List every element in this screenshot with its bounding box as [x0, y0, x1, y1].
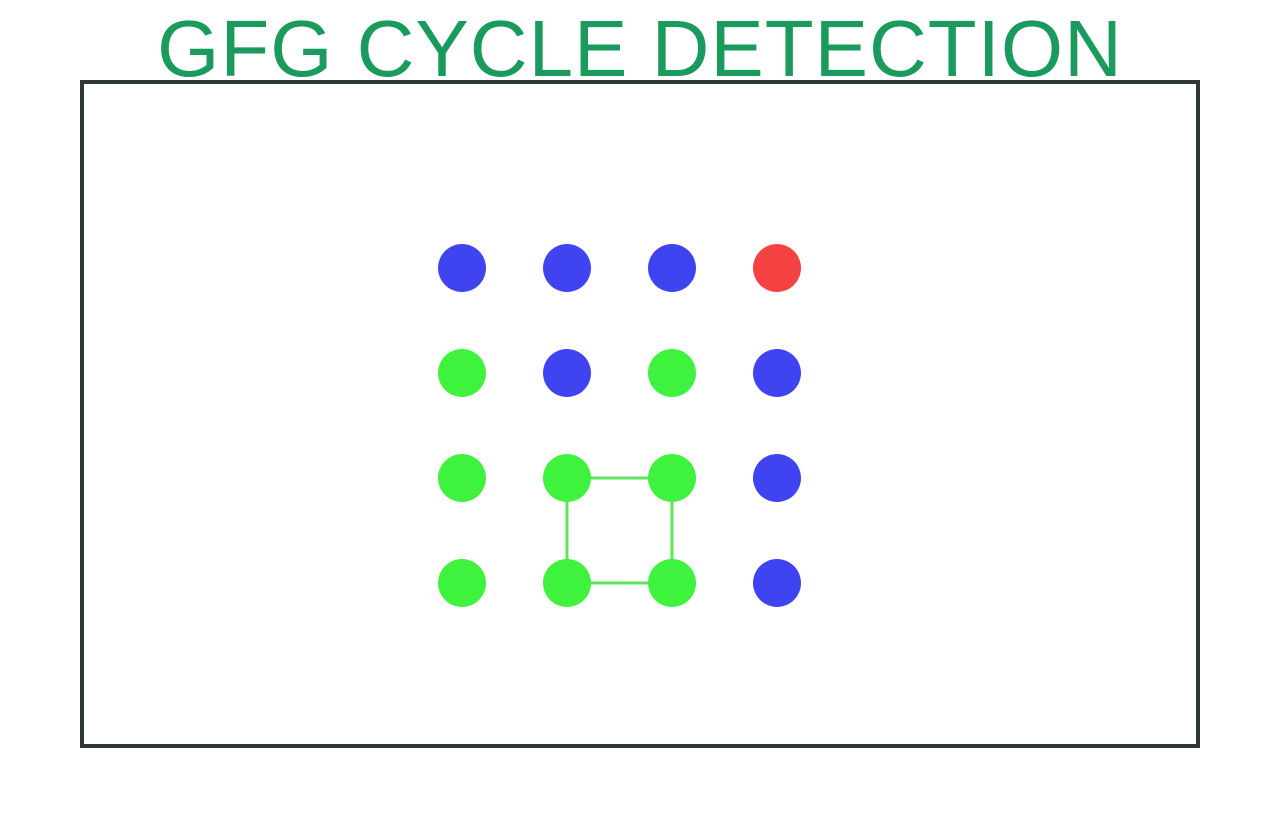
page-title: GFG CYCLE DETECTION	[157, 4, 1123, 93]
node-green-r3-c2	[648, 559, 696, 607]
node-blue-r1-c1	[543, 349, 591, 397]
node-red-r0-c3	[753, 244, 801, 292]
node-blue-r0-c2	[648, 244, 696, 292]
grid-board	[80, 80, 1200, 748]
node-blue-r0-c0	[438, 244, 486, 292]
node-blue-r0-c1	[543, 244, 591, 292]
node-green-r3-c1	[543, 559, 591, 607]
node-blue-r1-c3	[753, 349, 801, 397]
grid-canvas	[438, 244, 801, 607]
grid-nodes	[438, 244, 801, 607]
node-green-r3-c0	[438, 559, 486, 607]
node-green-r2-c1	[543, 454, 591, 502]
node-green-r1-c0	[438, 349, 486, 397]
node-blue-r3-c3	[753, 559, 801, 607]
node-green-r2-c2	[648, 454, 696, 502]
node-blue-r2-c3	[753, 454, 801, 502]
node-green-r1-c2	[648, 349, 696, 397]
node-green-r2-c0	[438, 454, 486, 502]
